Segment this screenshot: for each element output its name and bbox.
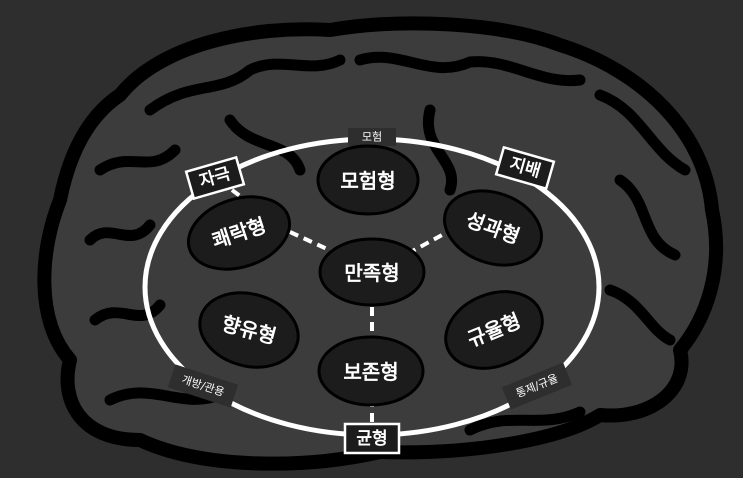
- node-center-label: 만족형: [344, 261, 399, 285]
- node-lower-right-shape: [444, 290, 544, 370]
- node-lower-left: 향유형: [198, 291, 300, 369]
- box-bottom-frame: [343, 422, 401, 455]
- node-bottom: 보존형: [317, 335, 425, 407]
- box-right: 지배: [494, 145, 556, 191]
- node-bottom-shape: [317, 335, 425, 407]
- ring-label-right-bg: [501, 362, 573, 410]
- ring-label-top-bg: [348, 128, 396, 146]
- node-upper-left-shape: [186, 195, 292, 271]
- connector-upper-right: [406, 226, 456, 256]
- box-bottom-label: 균형: [356, 428, 387, 449]
- ring-label-left-bg: [167, 364, 239, 408]
- node-top-shape: [316, 144, 420, 216]
- box-bottom: 균형: [343, 422, 401, 455]
- node-upper-right: 성과형: [443, 189, 543, 267]
- node-center-shape: [318, 237, 426, 307]
- box-left-frame: [184, 155, 246, 201]
- node-upper-right-shape: [443, 189, 543, 267]
- node-bottom-label: 보존형: [343, 360, 398, 384]
- node-upper-left: 쾌락형: [186, 195, 292, 271]
- node-top: 모험형: [316, 144, 420, 216]
- box-right-frame: [494, 145, 556, 191]
- node-lower-right: 규율형: [444, 290, 544, 370]
- box-left: 자극: [184, 155, 246, 201]
- node-lower-left-shape: [198, 291, 300, 369]
- connector-upper-left: [289, 230, 339, 256]
- node-top-label: 모험형: [340, 169, 395, 193]
- ring-label-top: 모험: [362, 131, 382, 144]
- node-center: 만족형: [318, 237, 426, 307]
